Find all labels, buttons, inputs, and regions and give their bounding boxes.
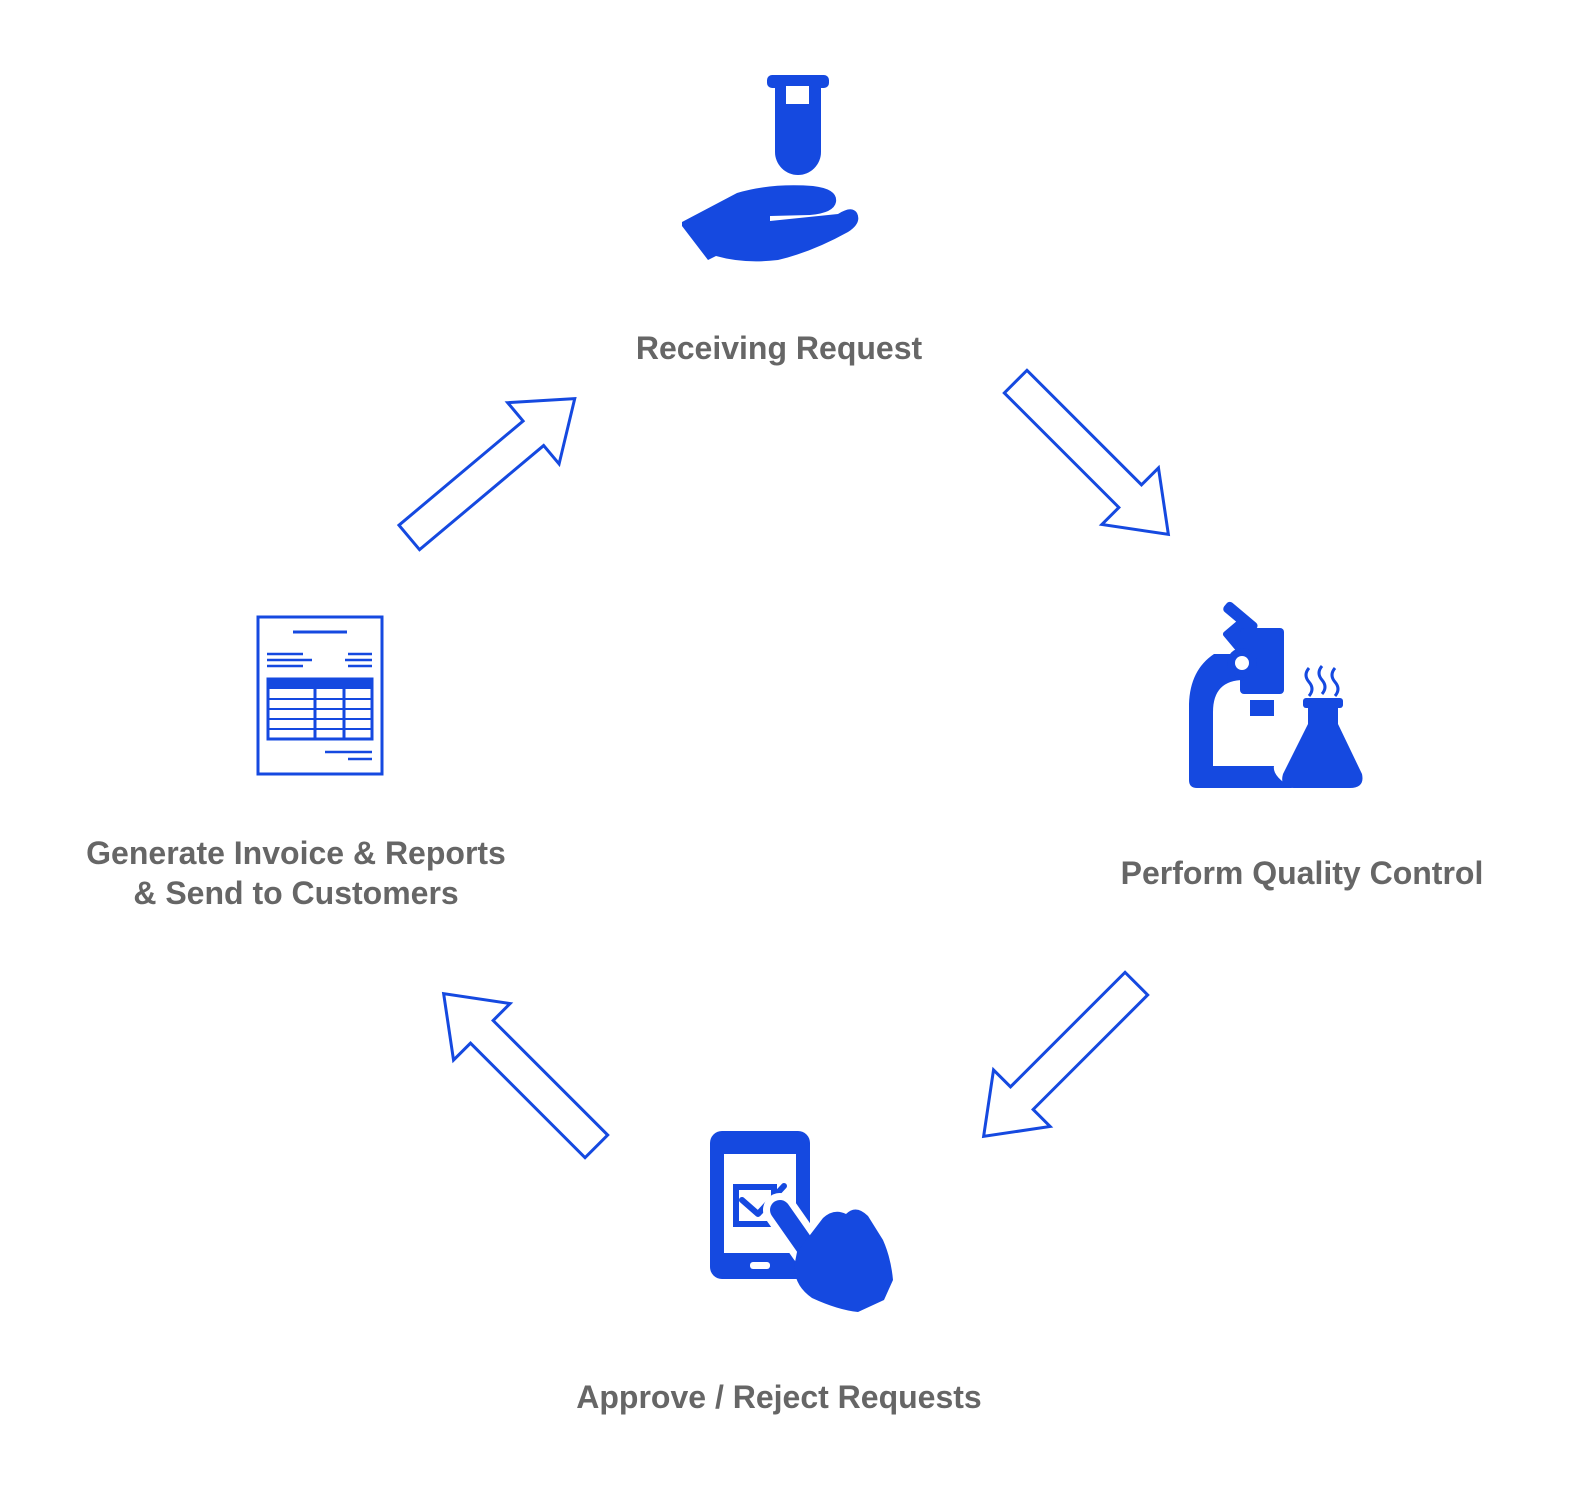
tablet-tap-check-icon [710,1131,893,1312]
step-label-perform-quality-control: Perform Quality Control [1120,855,1484,891]
arrow-quality-to-approve [981,970,1150,1139]
hand-test-tube-icon [682,75,859,262]
step-label-line: & Send to Customers [133,875,459,911]
arrow-receiving-to-quality [1002,368,1171,537]
step-label-receiving-request: Receiving Request [635,330,923,366]
arrow-approve-to-invoice [441,991,610,1160]
microscope-flask-icon [1189,601,1363,788]
arrow-invoice-to-receiving [396,396,577,552]
invoice-document-icon [256,615,384,776]
step-label-approve-reject-requests: Approve / Reject Requests [576,1379,982,1415]
step-label-generate-invoice: Generate Invoice & Reports & Send to Cus… [86,833,506,913]
step-label-line: Generate Invoice & Reports [86,835,506,871]
